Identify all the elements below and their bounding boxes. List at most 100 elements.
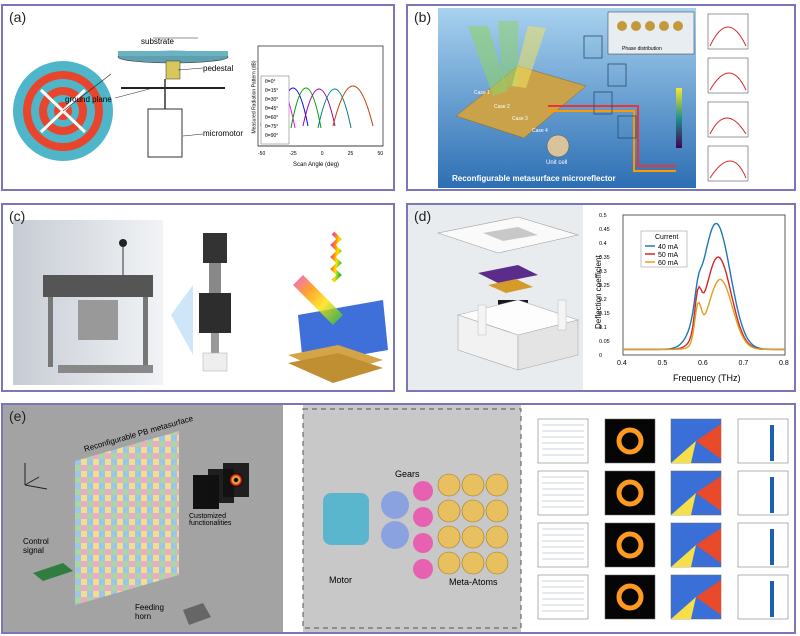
- legend-item: θ=60°: [265, 115, 279, 121]
- legend-item: θ=30°: [265, 97, 279, 103]
- chart-d-legend-title: Current: [655, 234, 678, 241]
- chart-d-ytick: 0.1: [599, 325, 607, 331]
- panel-e-graphic: [3, 405, 794, 632]
- chart-d-ytick: 0.4: [599, 241, 607, 247]
- mode-bar: [770, 581, 774, 617]
- chart-d-xtick: 0.6: [698, 360, 708, 367]
- plot-a-ylabel: Measured Radiation Pattern (dB): [251, 60, 258, 134]
- result-tile: [537, 574, 589, 620]
- chart-d-legend-item: 50 mA: [658, 252, 679, 259]
- panel-c-tag: (c): [9, 208, 26, 224]
- feeding-horn-label: Feeding horn: [135, 603, 164, 621]
- chart-d-xtick: 0.5: [658, 360, 668, 367]
- result-tile: [537, 522, 589, 568]
- panel-b: (b) Reconfi: [406, 4, 796, 191]
- label-substrate: substrate: [141, 37, 174, 46]
- phase-wedge: [671, 545, 696, 567]
- chart-d-ytick: 0.25: [599, 283, 610, 289]
- panel-a-tag: (a): [9, 9, 27, 25]
- result-tile: [537, 470, 589, 516]
- panel-d-graphic: [408, 205, 583, 390]
- xtick: 0: [320, 151, 324, 157]
- result-tile: [737, 470, 789, 516]
- chart-d-xtick: 0.7: [739, 360, 749, 367]
- vortex-ring: [616, 479, 644, 507]
- xtick: 50: [377, 151, 383, 157]
- plot-a-xticks: -50 -25 0 25 50: [258, 151, 383, 157]
- plot-a-legend: θ=0° θ=15° θ=30° θ=45° θ=60° θ=75° θ=90°: [265, 78, 278, 141]
- result-tile: [604, 574, 656, 620]
- gears-label: Gears: [395, 469, 420, 479]
- chart-d-legend-item: 60 mA: [658, 260, 679, 267]
- result-tile: [737, 574, 789, 620]
- legend-item: θ=15°: [265, 88, 279, 94]
- legend-item: θ=0°: [265, 79, 276, 85]
- chart-d-ytick: 0: [599, 353, 602, 359]
- mode-bar: [770, 477, 774, 513]
- unit-cell-label: Unit cell: [546, 160, 568, 166]
- chart-d-xtick: 0.4: [617, 360, 627, 367]
- phase-wedge: [696, 580, 721, 615]
- meta-atoms-label: Meta-Atoms: [449, 577, 498, 587]
- panel-d-tag: (d): [414, 208, 432, 224]
- phase-wedge: [696, 424, 721, 459]
- legend-item: θ=45°: [265, 106, 279, 112]
- label-micromotor: micromotor: [203, 129, 244, 138]
- motor-label: Motor: [329, 575, 353, 585]
- panel-a: (a) substrate pedestal ground pla: [1, 4, 395, 191]
- vortex-ring: [616, 583, 644, 611]
- result-tile: [737, 418, 789, 464]
- panel-a-graphic: [13, 37, 384, 161]
- phase-wedge: [696, 476, 721, 511]
- case-label: Case 4: [532, 128, 548, 134]
- functionalities-label: Customized functionalities: [189, 513, 232, 527]
- chart-d-ytick: 0.35: [599, 255, 610, 261]
- result-tile: [604, 470, 656, 516]
- panel-e-tag: (e): [9, 408, 27, 424]
- case-label: Case 3: [512, 116, 528, 122]
- panel-b-tag: (b): [414, 9, 432, 25]
- chart-d-legend-box: [640, 230, 688, 268]
- chart-d-ytick: 0.3: [599, 269, 607, 275]
- xtick: -25: [289, 151, 297, 157]
- chart-d-ytick: 0.05: [599, 339, 610, 345]
- chart-d-legend-item: 40 mA: [658, 244, 679, 251]
- mode-bar: [770, 425, 774, 461]
- panel-c: (c): [1, 203, 395, 392]
- vortex-ring: [616, 427, 644, 455]
- label-pedestal: pedestal: [203, 64, 234, 73]
- vortex-ring: [616, 531, 644, 559]
- legend-item: θ=75°: [265, 124, 279, 130]
- phase-wedge: [671, 493, 696, 515]
- chart-d-xtick: 0.8: [779, 360, 789, 367]
- panel-c-graphic: [13, 220, 388, 385]
- result-tile: [537, 418, 589, 464]
- plot-a-xlabel: Scan Angle (deg): [293, 162, 340, 168]
- chart-d: 0 0.05 0.1 0.15 0.2 0.25 0.3 0.35 0.4 0.45 0.5 0.4…: [594, 213, 789, 383]
- xtick: 25: [347, 151, 354, 157]
- label-ground-plane: ground plane: [65, 95, 112, 104]
- mode-bar: [770, 529, 774, 565]
- legend-item: θ=90°: [265, 133, 279, 139]
- panel-b-title: Reconfigurable metasurface microreflecto…: [452, 174, 616, 183]
- result-tile: [737, 522, 789, 568]
- panel-b-graphic: [438, 8, 792, 188]
- case-label: Case 1: [474, 90, 490, 96]
- chart-d-ytick: 0.45: [599, 227, 610, 233]
- xtick: -50: [258, 151, 266, 157]
- result-tile: [604, 522, 656, 568]
- chart-d-ytick: 0.15: [599, 311, 610, 317]
- chart-d-xlabel: Frequency (THz): [673, 373, 741, 383]
- control-signal-label: Control signal: [23, 537, 49, 555]
- case-label: Case 2: [494, 104, 510, 110]
- result-tile: [604, 418, 656, 464]
- panel-d: (d) 0 0.05 0.1 0.15 0.2 0.25 0.3 0.35 0.4 0.45 0.5…: [406, 203, 796, 392]
- panel-e: (e): [1, 403, 796, 634]
- phase-wedge: [671, 597, 696, 619]
- chart-d-ylabel: Deflection coefficient: [594, 255, 603, 329]
- chart-d-ytick: 0.2: [599, 297, 607, 303]
- chart-d-ytick: 0.5: [599, 213, 607, 219]
- chart-d-series-line: [623, 278, 785, 351]
- phase-distribution-label: Phase distribution: [622, 46, 662, 52]
- phase-wedge: [696, 528, 721, 563]
